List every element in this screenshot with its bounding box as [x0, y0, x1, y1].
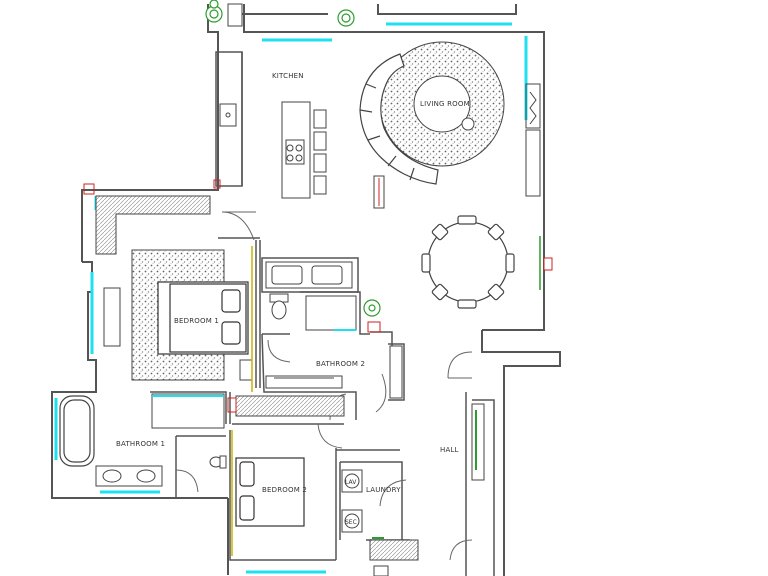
kitchen-label: KITCHEN	[272, 72, 304, 80]
bathroom2-vanity	[265, 261, 353, 289]
toilet-icon	[209, 455, 227, 469]
bedroom2-label: BEDROOM 2	[262, 486, 307, 494]
plant-icon	[363, 299, 381, 317]
side-table	[461, 117, 475, 131]
shower	[305, 295, 357, 331]
bar-stools	[313, 109, 327, 195]
dining-table-icon	[421, 215, 515, 309]
sec-label: SEC	[345, 519, 357, 526]
door-red-marker	[367, 321, 381, 333]
sink-icon	[95, 465, 163, 487]
lav-label: LAV	[345, 479, 357, 486]
bathroom2-label: BATHROOM 2	[316, 360, 365, 368]
corridor-red-marker	[227, 397, 237, 413]
bed-icon	[157, 281, 249, 355]
wardrobe-icon	[95, 195, 211, 255]
bathtub-icon	[59, 395, 95, 467]
circular-rug	[379, 41, 505, 167]
bedroom1-tv	[239, 359, 253, 381]
bathroom1-shower	[151, 393, 225, 429]
hall-entry	[471, 403, 485, 481]
cooktop-icon	[286, 144, 303, 162]
bedroom1-label: BEDROOM 1	[174, 317, 219, 325]
bedroom1-desk	[103, 287, 121, 347]
wall-outlet	[543, 257, 553, 271]
fireplace-icon	[525, 83, 541, 129]
sink-icon	[219, 103, 237, 127]
plant-icon	[337, 9, 355, 27]
sofa-icon	[359, 53, 439, 185]
linen-cabinet	[389, 345, 403, 399]
red-marker	[83, 183, 95, 195]
laundry-appliances	[341, 469, 363, 533]
bathroom1-label: BATHROOM 1	[116, 440, 165, 448]
planter-box	[227, 3, 243, 27]
bed-icon	[235, 457, 305, 527]
plant-icon	[205, 0, 223, 23]
laundry-label: LAUNDRY	[366, 486, 401, 494]
laundry-sink	[373, 565, 389, 576]
hall-label: HALL	[440, 446, 459, 454]
living-storage	[525, 129, 541, 197]
bathroom2-bench	[265, 375, 343, 389]
corridor-wardrobe	[235, 395, 345, 417]
living-room-label: LIVING ROOM	[420, 100, 470, 108]
kitchen-island	[281, 101, 311, 199]
laundry-shelf	[369, 539, 419, 561]
toilet-icon	[269, 293, 289, 320]
red-marker	[213, 179, 221, 189]
floor-lamp	[373, 175, 385, 209]
